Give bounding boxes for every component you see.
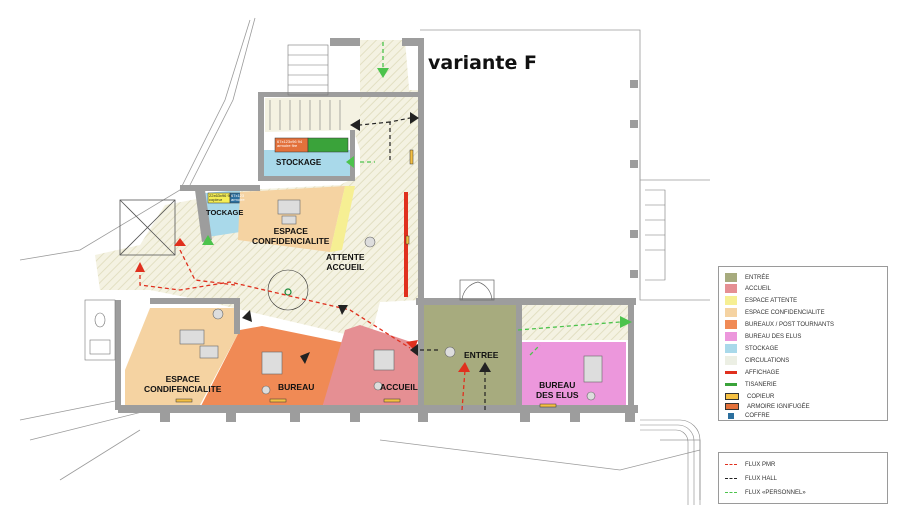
circulation-stair-landing — [265, 96, 360, 132]
curved-steps — [640, 419, 701, 505]
legend-flow-item: FLUX «PERSONNEL» — [725, 487, 806, 498]
room-bureau-elus — [522, 342, 626, 410]
legend-label: FLUX «PERSONNEL» — [745, 489, 806, 496]
legend-item: BUREAU DES ELUS — [725, 331, 801, 342]
legend-flows: FLUX PMR FLUX HALL FLUX «PERSONNEL» — [718, 452, 888, 504]
legend-flow-item: FLUX PMR — [725, 459, 775, 470]
label-cabinet-left-b: 67x123 armoire — [231, 193, 245, 202]
legend-item: COPIEUR — [725, 391, 774, 402]
legend-swatch — [725, 308, 737, 317]
legend-label: ESPACE CONFIDENCIALITE — [745, 309, 825, 316]
staircase-right — [645, 189, 666, 281]
label-stockage-left: TOCKAGE — [206, 208, 244, 217]
legend-item: AFFICHAGE — [725, 367, 779, 378]
walls — [115, 38, 638, 422]
tisanerie-block — [307, 137, 349, 153]
flow-pmr — [139, 249, 466, 411]
furniture — [179, 199, 603, 401]
flow-hall — [359, 117, 486, 410]
legend-label: ACCUEIL — [745, 285, 772, 292]
legend-item: ACCUEIL — [725, 283, 771, 294]
legend-swatch — [725, 356, 737, 365]
legend-label: ARMOIRE IGNIFUGÉE — [747, 403, 810, 410]
label-entree: ENTREE — [464, 350, 499, 360]
legend-swatch — [725, 344, 737, 353]
legend-item: TISANERIE — [725, 379, 777, 390]
label-espace-conf-bottom: ESPACE CONDIFENCIALITE — [144, 374, 222, 394]
legend-label: BUREAU DES ELUS — [745, 333, 802, 340]
legend-label: FLUX PMR — [745, 461, 776, 468]
room-stockage-top — [262, 150, 350, 176]
legend-label: COPIEUR — [747, 393, 775, 400]
legend-swatch — [725, 284, 737, 293]
legend-label: BUREAUX / POST TOURNANTS — [745, 321, 835, 328]
legend-line — [725, 371, 737, 374]
label-bureau-elus: BUREAU DES ELUS — [536, 380, 579, 400]
legend-label: ESPACE ATTENTE — [745, 297, 798, 304]
copier-marks — [175, 149, 557, 408]
legend-label: COFFRE — [745, 412, 770, 419]
legend-item: BUREAUX / POST TOURNANTS — [725, 319, 834, 330]
legend-swatch — [728, 412, 734, 419]
label-attente-accueil: ATTENTE ACCUEIL — [326, 252, 365, 272]
entrance-doors — [459, 279, 495, 301]
circulation-top — [360, 40, 410, 172]
legend-item: ESPACE ATTENTE — [725, 295, 797, 306]
label-cabinet-left-a: 22x63x96 94 copieur — [209, 193, 232, 202]
room-entree — [422, 305, 518, 410]
label-bureau: BUREAU — [278, 382, 315, 392]
legend-line — [725, 383, 737, 386]
legend-label: TISANERIE — [745, 381, 777, 388]
legend-dash — [725, 478, 737, 479]
room-attente — [330, 186, 355, 252]
staircase-top — [269, 44, 341, 130]
flow-hall-arrowheads — [242, 112, 491, 372]
legend-swatch — [725, 296, 737, 305]
legend-swatch — [725, 273, 737, 282]
flow-personnel — [360, 42, 621, 356]
label-accueil: ACCUEIL — [380, 382, 418, 392]
legend-swatch — [725, 320, 737, 329]
label-cabinet-top: 67x123x96 94 armoire fire — [277, 139, 303, 148]
flow-personnel-arrowheads — [202, 68, 632, 328]
context-linework — [19, 17, 710, 500]
lift-shaft — [119, 199, 176, 256]
legend-item: CIRCULATIONS — [725, 355, 789, 366]
legend-label: ENTRÉE — [745, 274, 770, 281]
legend-item: ARMOIRE IGNIFUGÉE — [725, 401, 810, 412]
legend-swatch — [725, 393, 739, 400]
label-espace-conf-top: ESPACE CONFIDENCIALITE — [252, 226, 330, 246]
legend-item: STOCKAGE — [725, 343, 778, 354]
legend-dash — [725, 464, 737, 465]
label-stockage-top: STOCKAGE — [276, 158, 322, 167]
legend-flow-item: FLUX HALL — [725, 473, 777, 484]
legend-dash — [725, 492, 737, 493]
circulation-right — [518, 305, 628, 340]
legend-item: COFFRE — [725, 410, 770, 421]
legend-label: CIRCULATIONS — [745, 357, 790, 364]
legend-swatch — [725, 403, 739, 410]
legend-item: ESPACE CONFIDENCIALITE — [725, 307, 825, 318]
legend-label: STOCKAGE — [745, 345, 779, 352]
pmr-turning-circle — [267, 269, 309, 311]
plan-title: variante F — [428, 52, 537, 74]
legend-label: FLUX HALL — [745, 475, 778, 482]
affichage-strip — [404, 192, 408, 297]
wc-block — [84, 299, 116, 361]
legend-rooms: ENTRÉE ACCUEIL ESPACE ATTENTE ESPACE CON… — [718, 266, 888, 421]
legend-swatch — [725, 332, 737, 341]
room-accueil — [322, 325, 420, 408]
legend-item: ENTRÉE — [725, 272, 769, 283]
room-espace-conf-bottom — [125, 308, 240, 405]
legend-label: AFFICHAGE — [745, 369, 780, 376]
